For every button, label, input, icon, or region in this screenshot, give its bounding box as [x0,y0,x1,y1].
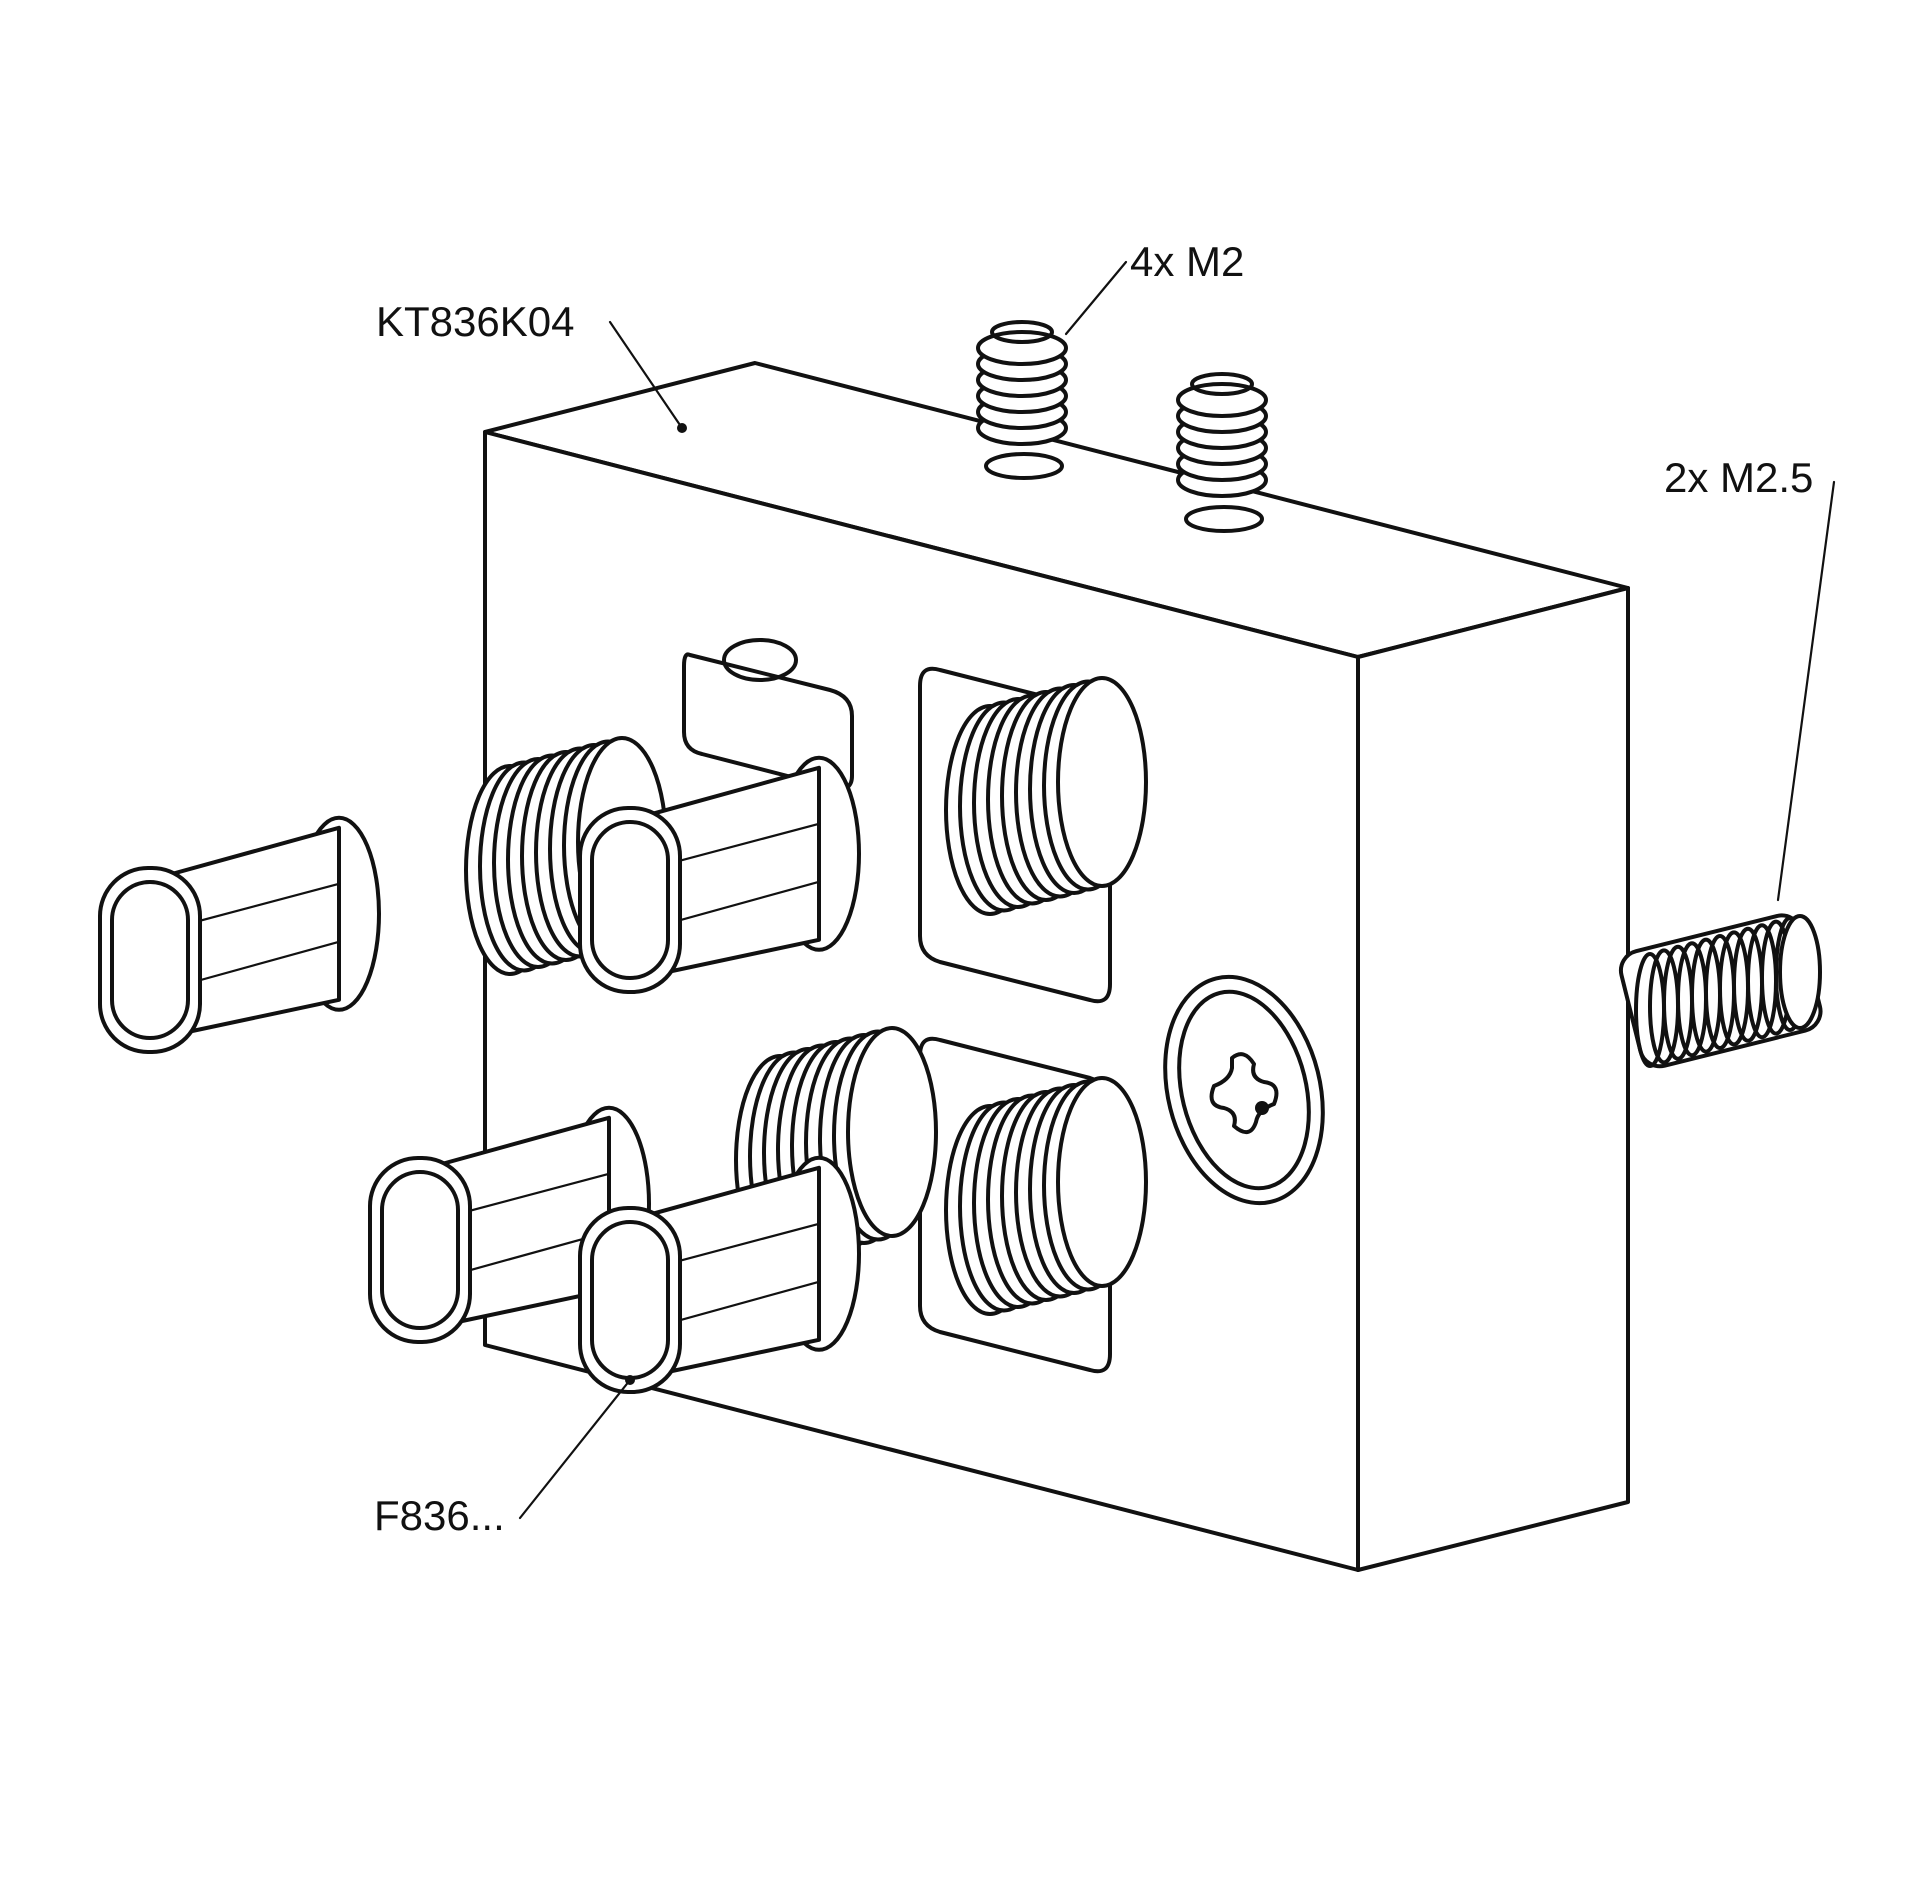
setscrew-2 [1176,372,1268,533]
plug-thread [1056,1076,1148,1288]
block-right-face [1356,586,1630,1572]
plug-thread [846,1026,938,1238]
plug-face [98,866,202,1054]
plug-thread [1056,676,1148,888]
leader-bolts [1776,480,1836,902]
plug [578,1076,1148,1394]
leader-lines [518,260,1836,1520]
plug-face [578,1206,682,1394]
leader-block [608,320,684,430]
label-block: KT836K04 [376,298,574,345]
label-bolts: 2x M2.5 [1664,454,1813,501]
label-connector: F836... [374,1492,505,1539]
thread-ring [976,330,1068,366]
screw-socket [990,320,1054,344]
screw-head [1163,974,1325,1206]
plug-face-inner [380,1170,460,1330]
leader-connector [518,1378,632,1520]
thread-ring [1176,382,1268,418]
plug-face-inner [590,820,670,980]
screw-socket [1190,372,1254,396]
plug-face-inner [110,880,190,1040]
plug [578,676,1148,994]
plug [98,736,668,1054]
bolt-tip [1778,914,1822,1030]
side-bolt [1618,913,1823,1069]
setscrew-1 [976,320,1068,480]
plug-face [578,806,682,994]
plug-face [368,1156,472,1344]
label-setscrews: 4x M2 [1130,238,1244,285]
leader-setscrews [1064,260,1128,336]
connector-plugs [98,676,1148,1394]
